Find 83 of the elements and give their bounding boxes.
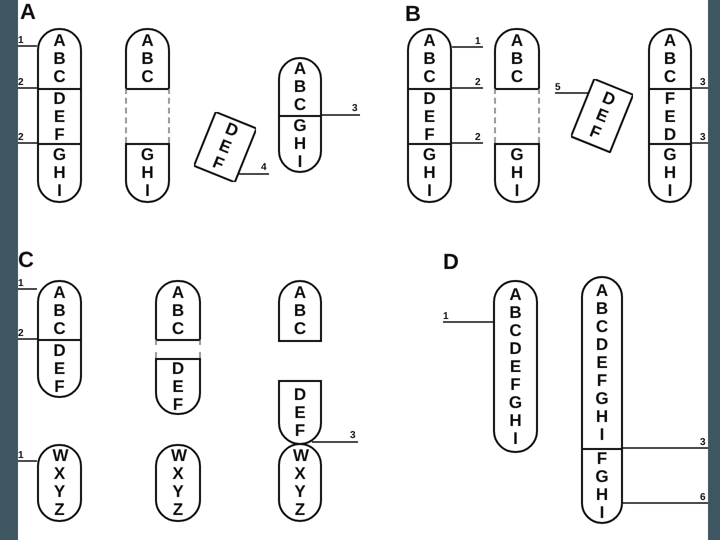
gene-letters: A B C — [663, 32, 677, 86]
gene-letters: D E F — [586, 88, 619, 144]
gene-letters: D E F — [422, 90, 436, 144]
callout-number: 4 — [261, 162, 267, 173]
callout-number: 1 — [18, 35, 24, 46]
gene-letters: G H I — [140, 146, 154, 200]
gene-letters: A B C — [293, 284, 307, 338]
chromosome — [407, 28, 452, 203]
gene-letters: G H I — [422, 146, 436, 200]
gene-letters: G H I — [293, 117, 307, 171]
callout-number: 2 — [18, 77, 24, 88]
gene-letters: A B C D E F G H I — [595, 282, 609, 444]
leader-line — [692, 142, 708, 144]
leader-line — [322, 114, 360, 116]
chromosome — [493, 280, 538, 453]
callout-number: 2 — [18, 328, 24, 339]
chromosome — [494, 28, 540, 203]
panel-letter: A — [20, 0, 36, 24]
gene-letters: D E F — [52, 90, 66, 144]
leader-line — [452, 87, 483, 89]
gene-letters: G H I — [52, 146, 66, 200]
panel-letter: B — [405, 2, 421, 26]
callout-number: 1 — [18, 450, 24, 461]
leader-line — [692, 87, 708, 89]
leader-line — [18, 338, 37, 340]
gene-letters: A B C — [293, 60, 307, 114]
gene-letters: F G H I — [595, 450, 609, 522]
gene-letters: A B C — [140, 32, 154, 86]
leader-line — [452, 46, 483, 48]
callout-number: 5 — [555, 82, 561, 93]
leader-line — [238, 173, 269, 175]
leader-line — [18, 460, 37, 462]
chromosome — [125, 28, 170, 203]
callout-number: 2 — [18, 132, 24, 143]
leader-line — [18, 288, 37, 290]
chromosome — [37, 28, 82, 203]
gene-letters: W X Y Z — [52, 447, 66, 519]
leader-line — [18, 142, 37, 144]
leader-line — [623, 502, 708, 504]
leader-line — [18, 45, 37, 47]
chromosome — [581, 276, 623, 524]
callout-number: 3 — [700, 437, 706, 448]
chromosome — [278, 280, 322, 342]
chromosome-fragment — [570, 79, 634, 153]
leader-line — [452, 142, 483, 144]
gene-letters: W X Y Z — [293, 446, 307, 518]
gene-letters: A B C — [510, 32, 524, 86]
chromosome-fragment — [194, 112, 256, 182]
callout-number: 3 — [352, 103, 358, 114]
callout-number: 1 — [443, 311, 449, 322]
callout-number: 3 — [350, 430, 356, 441]
gene-letters: A B C — [422, 32, 436, 86]
leader-line — [623, 447, 708, 449]
leader-line — [555, 92, 588, 94]
gene-letters: W X Y Z — [171, 447, 185, 519]
gene-letters: D E F — [209, 119, 242, 175]
chromosome — [155, 280, 201, 415]
gene-letters: F E D — [663, 90, 677, 144]
gene-letters: A B C — [52, 32, 66, 86]
gene-letters: D E F — [52, 342, 66, 396]
panel-letter: D — [443, 250, 459, 274]
panel-letter: C — [18, 248, 34, 272]
callout-number: 6 — [700, 492, 706, 503]
callout-number: 3 — [700, 77, 706, 88]
chromosome — [37, 280, 82, 398]
gene-letters: D E F — [293, 386, 307, 440]
chromosome — [648, 28, 692, 203]
leader-line — [443, 321, 493, 323]
gene-letters: A B C D E F G H I — [508, 286, 522, 448]
gene-letters: D E F — [171, 360, 185, 414]
leader-line — [18, 87, 37, 89]
leader-line — [312, 441, 358, 443]
callout-number: 3 — [700, 132, 706, 143]
gene-letters: A B C — [171, 284, 185, 338]
callout-number: 2 — [475, 77, 481, 88]
gene-letters: G H I — [663, 146, 677, 200]
callout-number: 2 — [475, 132, 481, 143]
chromosome — [278, 57, 322, 173]
gene-letters: A B C — [52, 284, 66, 338]
chromosome — [278, 380, 322, 445]
callout-number: 1 — [475, 36, 481, 47]
gene-letters: G H I — [510, 146, 524, 200]
callout-number: 1 — [18, 278, 24, 289]
